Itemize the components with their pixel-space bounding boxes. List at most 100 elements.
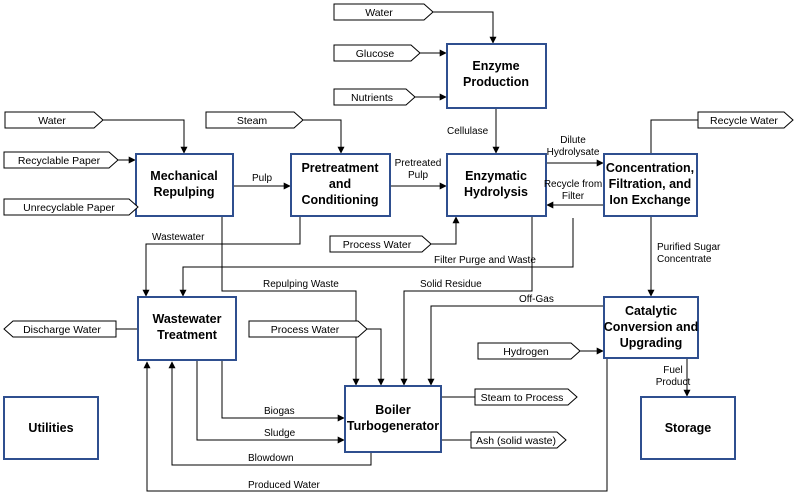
svg-text:Recyclable Paper: Recyclable Paper [18, 155, 101, 167]
process-water-mid-input: Process Water [329, 235, 432, 253]
enzyme-production-line-2: Production [463, 75, 529, 89]
biogas-label: Biogas [264, 406, 295, 417]
pretreatment-line-3: Conditioning [301, 193, 378, 207]
mechanical-repulping-line-2: Repulping [153, 185, 214, 199]
catalytic-conversion-line-3: Upgrading [620, 336, 683, 350]
recycle-water-input: Recycle Water [697, 111, 794, 129]
solid-residue-flow [400, 216, 533, 386]
boiler-line-1: Boiler [375, 403, 411, 417]
catalytic-conversion-line-1: Catalytic [625, 304, 677, 318]
sludge-flow [196, 360, 345, 444]
svg-text:Process Water: Process Water [343, 239, 412, 251]
mechanical-repulping-line-1: Mechanical [150, 169, 217, 183]
svg-text:Glucose: Glucose [356, 48, 395, 60]
steam-to-process-output: Steam to Process [474, 388, 578, 406]
blowdown-label: Blowdown [248, 453, 294, 464]
svg-text:Water: Water [38, 115, 66, 127]
process-water-boiler-input: Process Water [248, 320, 368, 338]
wastewater-label: Wastewater [152, 232, 205, 243]
unrecyclable-paper-input: Unrecyclable Paper [3, 198, 139, 216]
repulping-waste-flow [221, 216, 360, 386]
enzymatic-hydrolysis-line-2: Hydrolysis [464, 185, 528, 199]
produced-water-label: Produced Water [248, 480, 321, 491]
output-flags: Discharge Water Steam to Process Ash (so… [3, 320, 578, 449]
input-flags: Water Glucose Nutrients Water Steam Recy… [3, 3, 794, 360]
solid-residue-label: Solid Residue [420, 279, 482, 290]
svg-text:Steam to Process: Steam to Process [481, 392, 564, 404]
filter-purge-flow [179, 218, 574, 297]
enzyme-production-line-1: Enzyme [472, 59, 519, 73]
concentration-line-2: Filtration, and [609, 177, 692, 191]
pretreatment-line-1: Pretreatment [301, 161, 379, 175]
recyclable-paper-input: Recyclable Paper [3, 151, 119, 169]
discharge-water-output: Discharge Water [3, 320, 117, 338]
svg-text:Unrecyclable Paper: Unrecyclable Paper [23, 202, 115, 214]
water-left-flow [103, 119, 188, 154]
blowdown-flow [168, 361, 372, 466]
process-water-boiler-flow [367, 328, 385, 386]
svg-text:Steam: Steam [237, 115, 268, 127]
process-water-mid-flow [431, 216, 460, 245]
water-top-flow [433, 11, 497, 44]
utilities-label: Utilities [28, 421, 73, 435]
concentration-line-1: Concentration, [606, 161, 694, 175]
filter-purge-label: Filter Purge and Waste [434, 255, 536, 266]
svg-text:Process Water: Process Water [271, 324, 340, 336]
water-left-input: Water [4, 111, 104, 129]
utilities-box: Utilities [3, 396, 99, 460]
cellulase-label: Cellulase [447, 126, 489, 137]
water-top-input: Water [333, 3, 434, 21]
enzymatic-hydrolysis-line-1: Enzymatic [465, 169, 527, 183]
steam-input: Steam [205, 111, 304, 129]
produced-water-flow [143, 358, 608, 492]
svg-text:Hydrogen: Hydrogen [503, 346, 549, 358]
steam-flow [303, 119, 345, 154]
concentration-line-3: Ion Exchange [609, 193, 690, 207]
wastewater-treatment-line-1: Wastewater [152, 312, 221, 326]
wastewater-flow [142, 216, 301, 297]
storage-box: Storage [640, 396, 736, 460]
svg-text:Water: Water [365, 7, 393, 19]
pretreatment-line-2: and [329, 177, 351, 191]
pulp-label: Pulp [252, 173, 272, 184]
catalytic-conversion-line-2: Conversion and [604, 320, 698, 334]
ash-output: Ash (solid waste) [470, 431, 567, 449]
svg-text:Discharge Water: Discharge Water [23, 324, 101, 336]
off-gas-flow [427, 305, 604, 386]
wastewater-treatment-line-2: Treatment [157, 328, 218, 342]
glucose-input: Glucose [333, 44, 421, 62]
repulping-waste-label: Repulping Waste [263, 279, 339, 290]
biogas-flow [221, 360, 345, 422]
connectors [103, 11, 698, 492]
boiler-line-2: Turbogenerator [347, 419, 439, 433]
nutrients-input: Nutrients [333, 88, 416, 106]
off-gas-label: Off-Gas [519, 294, 554, 305]
svg-text:Ash (solid waste): Ash (solid waste) [476, 435, 556, 447]
svg-text:Nutrients: Nutrients [351, 92, 393, 104]
recycle-water-flow [650, 119, 698, 153]
